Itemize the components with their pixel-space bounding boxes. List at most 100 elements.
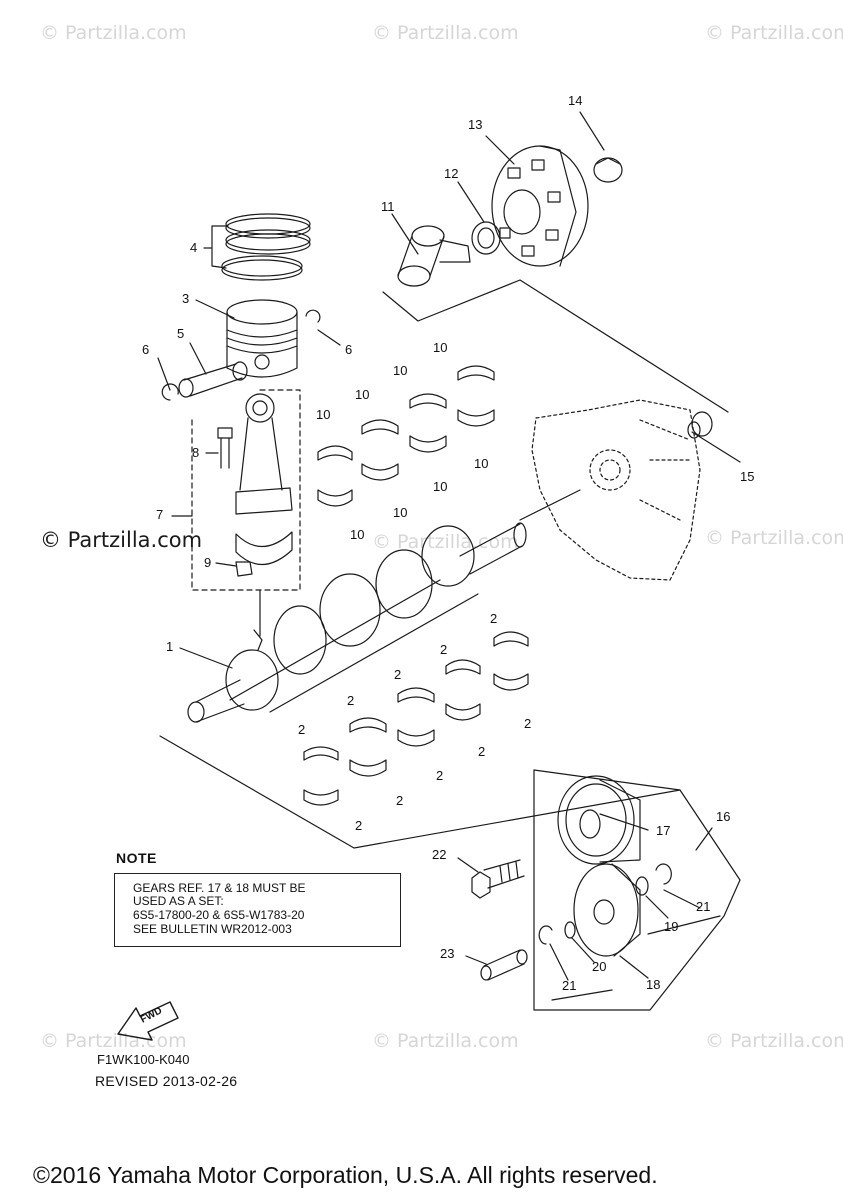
callout-5: 5 bbox=[177, 326, 185, 341]
leader-18 bbox=[619, 955, 649, 979]
bracket-20-21 bbox=[551, 989, 613, 1001]
revised-date: REVISED 2013-02-26 bbox=[95, 1073, 238, 1089]
washer-20-part bbox=[564, 921, 576, 939]
note-line: 6S5-17800-20 & 6S5-W1783-20 bbox=[133, 908, 305, 922]
piston-pin-part bbox=[178, 361, 248, 398]
callout-2: 2 bbox=[490, 611, 498, 626]
leader-20 bbox=[571, 937, 595, 963]
callout-11: 11 bbox=[381, 199, 395, 214]
seal-part bbox=[687, 411, 713, 439]
circlip-21b-part bbox=[538, 925, 553, 945]
leader-13 bbox=[485, 135, 515, 165]
leader-16 bbox=[695, 827, 713, 851]
circlip-21-part bbox=[655, 863, 672, 885]
washer-19-part bbox=[635, 876, 649, 896]
leader-17 bbox=[599, 813, 649, 831]
callout-19: 19 bbox=[664, 919, 679, 934]
callout-2: 2 bbox=[298, 722, 306, 737]
leader-15 bbox=[691, 431, 741, 463]
outline-bearings-lower bbox=[159, 735, 681, 849]
leader-1 bbox=[179, 647, 233, 669]
note-line: GEARS REF. 17 & 18 MUST BE bbox=[133, 881, 306, 895]
leader-21b bbox=[549, 943, 569, 981]
callout-2: 2 bbox=[478, 744, 486, 759]
watermark: © Partzilla.com bbox=[705, 22, 843, 44]
bracket-19-21 bbox=[647, 915, 721, 935]
callout-20: 20 bbox=[592, 959, 607, 974]
bearing-shells-upper bbox=[317, 365, 495, 507]
gear-group-box bbox=[533, 769, 741, 1011]
callout-9: 9 bbox=[204, 555, 212, 570]
leader-12 bbox=[457, 181, 485, 223]
callout-6: 6 bbox=[345, 342, 353, 357]
watermark: © Partzilla.com bbox=[40, 22, 187, 44]
callout-2: 2 bbox=[396, 793, 404, 808]
reference-code: F1WK100-K040 bbox=[97, 1052, 190, 1067]
callout-3: 3 bbox=[182, 291, 190, 306]
callout-18: 18 bbox=[646, 977, 661, 992]
note-line: USED AS A SET: bbox=[133, 894, 224, 908]
callout-21: 21 bbox=[562, 978, 577, 993]
callout-10: 10 bbox=[350, 527, 365, 542]
callout-22: 22 bbox=[432, 847, 447, 862]
connecting-rod-part bbox=[235, 393, 293, 566]
watermark: © Partzilla.com bbox=[705, 1030, 843, 1052]
impeller-part bbox=[491, 145, 589, 267]
leader-5 bbox=[189, 342, 207, 375]
note-line: SEE BULLETIN WR2012-003 bbox=[133, 922, 292, 936]
watermark: © Partzilla.com bbox=[372, 22, 519, 44]
washer-part bbox=[471, 221, 501, 255]
fwd-arrow-icon bbox=[117, 1001, 179, 1041]
callout-21: 21 bbox=[696, 899, 711, 914]
circlip-part bbox=[161, 383, 179, 401]
leader-11 bbox=[391, 213, 419, 255]
piston-rings-part bbox=[221, 213, 311, 281]
watermark-strong: © Partzilla.com bbox=[40, 528, 203, 552]
copyright-notice: ©2016 Yamaha Motor Corporation, U.S.A. A… bbox=[33, 1162, 658, 1188]
callout-10: 10 bbox=[393, 363, 408, 378]
callout-10: 10 bbox=[474, 456, 489, 471]
callout-2: 2 bbox=[355, 818, 363, 833]
callout-8: 8 bbox=[192, 445, 200, 460]
leader-14 bbox=[579, 111, 605, 151]
callout-4: 4 bbox=[190, 240, 198, 255]
leader-3 bbox=[195, 299, 235, 319]
callout-2: 2 bbox=[347, 693, 355, 708]
callout-10: 10 bbox=[433, 479, 448, 494]
callout-15: 15 bbox=[740, 469, 755, 484]
leader-22 bbox=[457, 857, 479, 873]
callout-2: 2 bbox=[394, 667, 402, 682]
pin-23-part bbox=[480, 949, 528, 981]
callout-2: 2 bbox=[524, 716, 532, 731]
callout-6: 6 bbox=[142, 342, 150, 357]
outline-pump-group bbox=[382, 279, 729, 413]
leader-6b bbox=[317, 329, 341, 346]
crankshaft-part bbox=[187, 522, 527, 723]
leader-4 bbox=[203, 225, 229, 269]
callout-2: 2 bbox=[436, 768, 444, 783]
conrod-nut-part bbox=[235, 561, 253, 577]
callout-10: 10 bbox=[316, 407, 331, 422]
watermark: © Partzilla.com bbox=[372, 1030, 519, 1052]
gear-17-part bbox=[557, 775, 641, 865]
callout-10: 10 bbox=[433, 340, 448, 355]
watermark: © Partzilla.com bbox=[372, 531, 519, 553]
bearing-shells-lower bbox=[303, 631, 529, 806]
leader-23 bbox=[465, 955, 487, 965]
callout-1: 1 bbox=[166, 639, 174, 654]
crankcase-cover-part bbox=[531, 399, 701, 581]
conrod-group-box bbox=[191, 389, 301, 591]
leader-16-cover bbox=[519, 489, 581, 521]
pump-shaft-part bbox=[397, 225, 471, 287]
conrod-bolt-part bbox=[217, 427, 233, 469]
leader-19 bbox=[645, 895, 669, 919]
gear-18-part bbox=[573, 863, 641, 957]
leader-9 bbox=[215, 562, 237, 567]
callout-2: 2 bbox=[440, 642, 448, 657]
bolt-22-part bbox=[471, 859, 525, 899]
callout-10: 10 bbox=[355, 387, 370, 402]
piston-part bbox=[226, 299, 298, 378]
watermark: © Partzilla.com bbox=[705, 527, 843, 549]
note-title: NOTE bbox=[116, 850, 157, 866]
